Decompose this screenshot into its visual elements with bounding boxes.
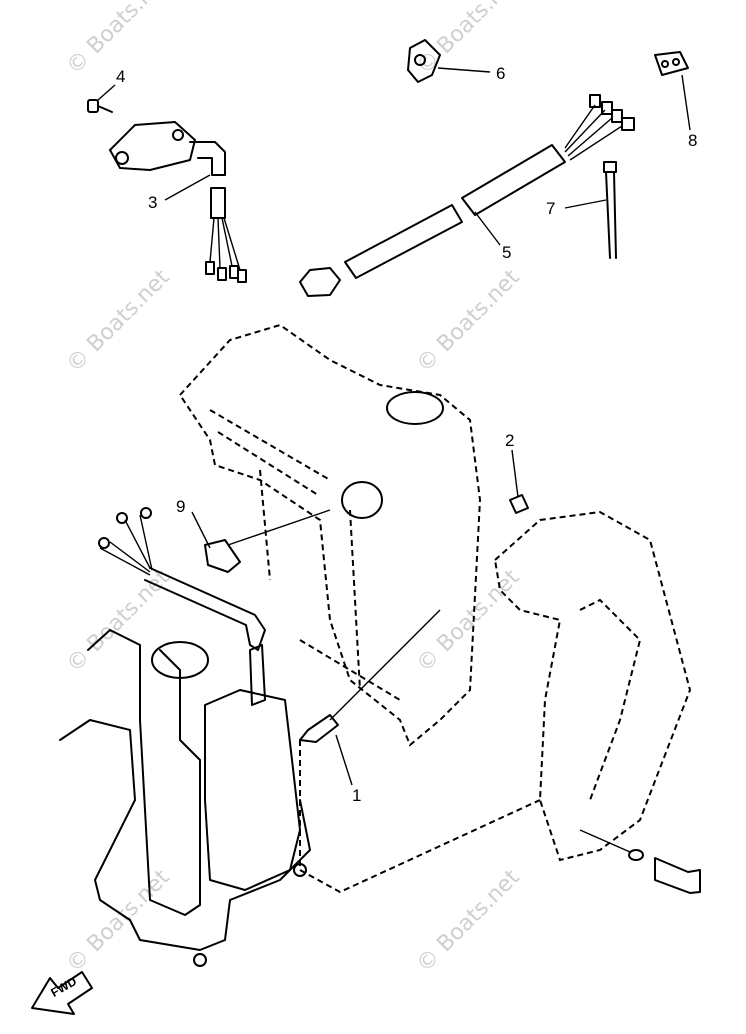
part-4-bolt bbox=[87, 99, 113, 113]
leader-lines bbox=[97, 67, 691, 853]
callout-3: 3 bbox=[148, 193, 158, 212]
callout-2: 2 bbox=[505, 431, 515, 450]
clamp-bracket bbox=[493, 510, 692, 862]
callout-7: 7 bbox=[546, 199, 556, 218]
callout-1: 1 bbox=[352, 786, 362, 805]
part-6-clamp bbox=[407, 39, 441, 83]
power-trim-tilt-unit bbox=[59, 629, 311, 967]
callout-9: 9 bbox=[176, 497, 186, 516]
callout-6: 6 bbox=[496, 64, 506, 83]
part-2-nut bbox=[509, 494, 529, 514]
swivel-bracket bbox=[178, 323, 482, 747]
part-9-sensor-lead bbox=[98, 507, 266, 651]
part-7-cable-tie bbox=[603, 161, 617, 259]
mounting-bolt bbox=[628, 849, 701, 894]
base-outline bbox=[299, 740, 541, 894]
part-5-wire-harness bbox=[299, 94, 635, 297]
callout-8: 8 bbox=[688, 131, 698, 150]
fwd-arrow-icon bbox=[31, 971, 93, 1015]
callout-4: 4 bbox=[116, 67, 126, 86]
callout-5: 5 bbox=[502, 243, 512, 262]
part-3-trim-sensor bbox=[109, 121, 247, 283]
part-8-connector bbox=[654, 51, 689, 76]
part-1-screw bbox=[299, 714, 339, 743]
